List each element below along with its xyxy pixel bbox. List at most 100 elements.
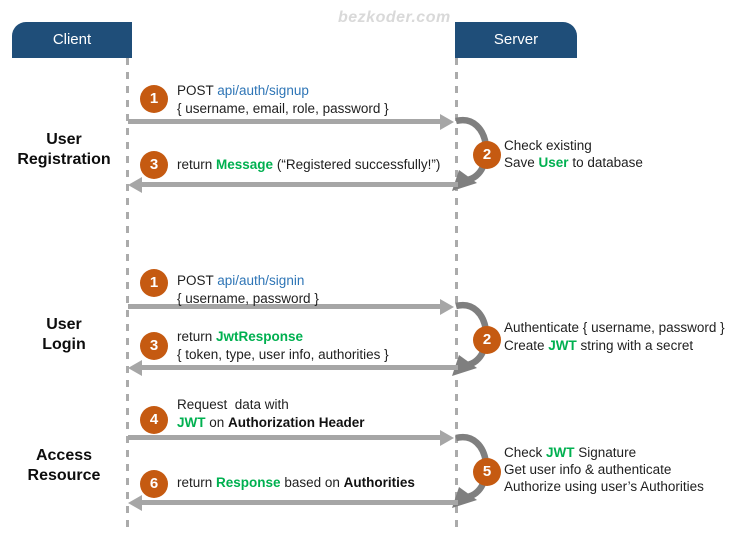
message-server-registration: Check existing Save User to database xyxy=(504,137,643,171)
server-lifeline xyxy=(455,58,458,528)
text-segment: on xyxy=(205,415,229,430)
section-label-line: Login xyxy=(42,336,86,353)
step-circle-registration-3: 3 xyxy=(140,151,168,179)
resource-response-arrow xyxy=(128,495,458,511)
arrow-shaft xyxy=(141,182,458,187)
arrow-shaft xyxy=(141,500,458,505)
arrow-head-right-icon xyxy=(440,299,454,315)
text-segment: Authorize using user’s Authorities xyxy=(504,479,704,494)
text-segment: Get user info & authenticate xyxy=(504,462,672,477)
text-segment: { token, type, user info, authorities } xyxy=(177,347,389,362)
step-circle-resource-4: 4 xyxy=(140,406,168,434)
signup-response-arrow xyxy=(128,177,458,193)
message-line: POST api/auth/signin xyxy=(177,272,319,290)
text-segment: Signature xyxy=(574,445,637,460)
text-segment: based on xyxy=(280,475,344,490)
text-segment: to database xyxy=(568,155,643,170)
step-circle-login-2: 2 xyxy=(473,326,501,354)
arrow-shaft xyxy=(128,435,441,440)
message-line: Authenticate { username, password } xyxy=(504,319,725,337)
message-signup-request: POST api/auth/signup { username, email, … xyxy=(177,82,389,118)
message-server-login: Authenticate { username, password } Crea… xyxy=(504,319,725,355)
message-line: { token, type, user info, authorities } xyxy=(177,346,389,364)
section-label-line: Resource xyxy=(27,467,101,484)
message-line: Check existing xyxy=(504,137,643,154)
text-segment: Check xyxy=(504,445,547,460)
message-line: Request data with xyxy=(177,396,365,414)
message-line: return Message (“Registered successfully… xyxy=(177,156,440,174)
text-segment: Request data with xyxy=(177,397,289,412)
section-label-line: User xyxy=(46,131,82,148)
signin-response-arrow xyxy=(128,360,458,376)
message-line: Check JWT Signature xyxy=(504,444,704,461)
section-label-access-resource: Access Resource xyxy=(4,446,124,486)
section-label-user-login: User Login xyxy=(4,315,124,355)
text-segment: (“Registered successfully!”) xyxy=(273,157,441,172)
message-line: JWT on Authorization Header xyxy=(177,414,365,432)
text-segment: string with a secret xyxy=(576,338,694,353)
text-segment: Authorization Header xyxy=(228,415,365,430)
section-label-line: Registration xyxy=(17,151,111,168)
text-segment: JwtResponse xyxy=(216,329,304,344)
section-label-user-registration: User Registration xyxy=(4,130,124,170)
message-line: return JwtResponse xyxy=(177,328,389,346)
watermark: bezkoder.com xyxy=(338,9,451,26)
text-segment: User xyxy=(538,155,569,170)
message-line: Create JWT string with a secret xyxy=(504,337,725,355)
step-circle-registration-1: 1 xyxy=(140,85,168,113)
text-segment: Response xyxy=(216,475,281,490)
step-circle-login-1: 1 xyxy=(140,269,168,297)
text-segment: { username, email, role, password } xyxy=(177,101,389,116)
text-segment: Authenticate { username, password } xyxy=(504,320,725,335)
message-signin-response: return JwtResponse { token, type, user i… xyxy=(177,328,389,364)
step-circle-registration-2: 2 xyxy=(473,141,501,169)
arrow-shaft xyxy=(141,365,458,370)
text-segment: Message xyxy=(216,157,274,172)
message-line: Get user info & authenticate xyxy=(504,461,704,478)
step-circle-login-3: 3 xyxy=(140,332,168,360)
message-line: { username, email, role, password } xyxy=(177,100,389,118)
message-line: Authorize using user’s Authorities xyxy=(504,478,704,495)
text-segment: return xyxy=(177,329,217,344)
arrow-head-right-icon xyxy=(440,430,454,446)
text-segment: api/auth/signin xyxy=(217,273,305,288)
text-segment: JWT xyxy=(546,445,575,460)
message-line: return Response based on Authorities xyxy=(177,474,415,492)
arrow-head-right-icon xyxy=(440,114,454,130)
text-segment: return xyxy=(177,157,217,172)
text-segment: JWT xyxy=(548,338,577,353)
section-label-line: User xyxy=(46,316,82,333)
arrow-head-left-icon xyxy=(128,177,142,193)
message-signup-response: return Message (“Registered successfully… xyxy=(177,156,440,174)
arrow-head-left-icon xyxy=(128,360,142,376)
arrow-shaft xyxy=(128,119,441,124)
actor-client: Client xyxy=(12,22,132,58)
arrow-head-left-icon xyxy=(128,495,142,511)
text-segment: JWT xyxy=(177,415,206,430)
message-resource-request: Request data with JWT on Authorization H… xyxy=(177,396,365,432)
resource-request-arrow xyxy=(128,430,454,446)
message-resource-response: return Response based on Authorities xyxy=(177,474,415,492)
client-lifeline xyxy=(126,58,129,528)
message-signin-request: POST api/auth/signin { username, passwor… xyxy=(177,272,319,308)
arrow-shaft xyxy=(128,304,441,309)
signup-request-arrow xyxy=(128,114,454,130)
text-segment: api/auth/signup xyxy=(217,83,309,98)
step-circle-resource-6: 6 xyxy=(140,470,168,498)
text-segment: POST xyxy=(177,273,218,288)
actor-server: Server xyxy=(455,22,577,58)
text-segment: Save xyxy=(504,155,539,170)
message-line: POST api/auth/signup xyxy=(177,82,389,100)
message-line: { username, password } xyxy=(177,290,319,308)
text-segment: Check existing xyxy=(504,138,592,153)
text-segment: Create xyxy=(504,338,549,353)
text-segment: Authorities xyxy=(343,475,415,490)
section-label-line: Access xyxy=(35,447,93,464)
text-segment: { username, password } xyxy=(177,291,319,306)
text-segment: return xyxy=(177,475,217,490)
signin-request-arrow xyxy=(128,299,454,315)
text-segment: POST xyxy=(177,83,218,98)
message-line: Save User to database xyxy=(504,154,643,171)
step-circle-resource-5: 5 xyxy=(473,458,501,486)
